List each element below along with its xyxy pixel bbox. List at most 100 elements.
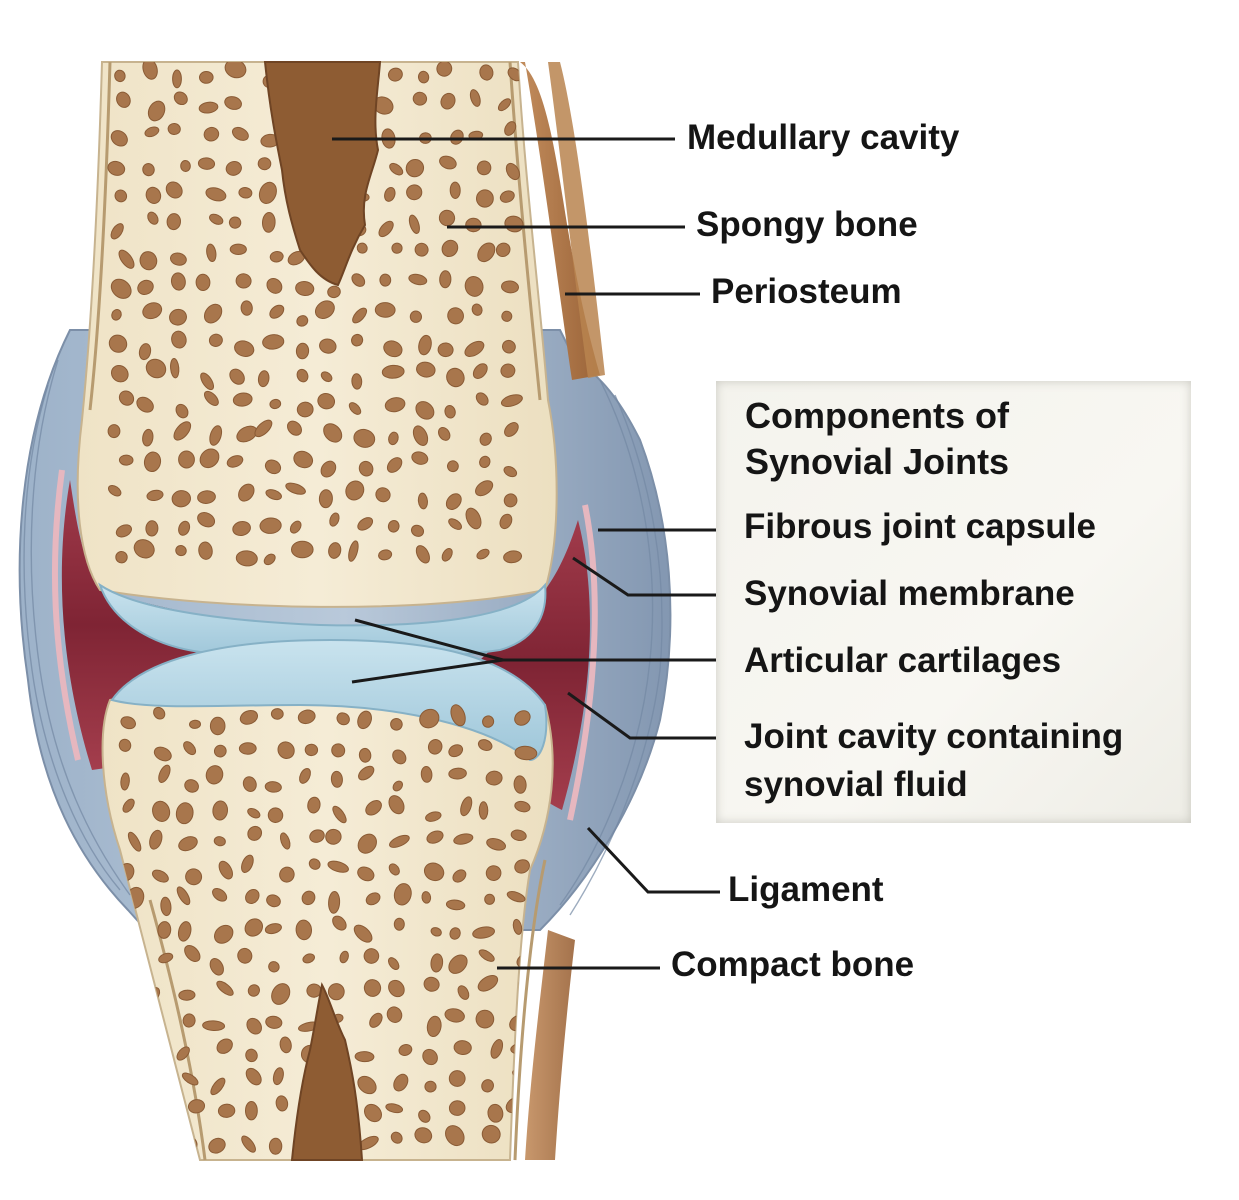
spongy-bone-pore [110,278,132,299]
spongy-bone-pore [504,121,517,136]
spongy-bone-pore [417,70,430,84]
label-synovial-membrane: Synovial membrane [744,574,1075,613]
spongy-bone-pore [197,157,216,170]
spongy-bone-pore [385,1103,404,1114]
spongy-bone-pore [138,343,152,361]
spongy-bone-pore [187,1099,206,1114]
spongy-bone-pore [143,451,162,473]
spongy-bone-pore [176,1046,190,1061]
spongy-bone-pore [503,493,518,508]
spongy-bone-pore [285,482,306,495]
spongy-bone-pore [501,280,519,294]
spongy-bone-pore [472,363,488,379]
spongy-bone-pore [118,454,134,466]
spongy-bone-pore [229,368,245,385]
spongy-bone-pore [116,91,131,108]
spongy-bone-pore [257,157,272,171]
spongy-bone-pore [169,308,187,326]
spongy-bone-pore [445,1125,465,1147]
spongy-bone-pore [144,126,160,138]
spongy-bone-pore [363,948,380,964]
spongy-bone-pore [122,1107,138,1126]
spongy-bone-pore [503,550,523,564]
spongy-bone-pore [149,829,163,850]
spongy-bone-pore [241,1135,256,1153]
spongy-bone-pore [114,69,126,83]
spongy-bone-pore [114,189,128,203]
spongy-bone-pore [325,828,342,845]
spongy-bone-pore [438,209,456,227]
components-title-line2: Synovial Joints [745,441,1010,482]
spongy-bone-pore [365,800,382,816]
spongy-bone-pore [173,91,188,106]
spongy-bone-pore [314,300,335,319]
spongy-bone-pore [257,370,270,388]
spongy-bone-pore [348,402,362,415]
spongy-bone-pore [263,553,276,566]
spongy-bone-pore [423,976,440,992]
spongy-bone-pore [172,69,182,89]
spongy-bone-pore [241,854,254,873]
spongy-bone-pore [120,772,130,791]
spongy-bone-pore [412,91,428,106]
spongy-bone-pore [110,223,124,240]
spongy-bone-pore [415,545,430,564]
spongy-bone-pore [206,243,217,263]
spongy-bone-pore [296,401,314,418]
spongy-bone-pore [448,518,463,530]
spongy-bone-pore [358,460,374,477]
spongy-bone-pore [479,64,494,81]
spongy-bone-pore [478,949,495,962]
spongy-bone-pore [148,1133,166,1148]
spongy-bone-pore [120,716,136,730]
spongy-bone-pore [235,273,252,289]
spongy-bone-pore [259,517,282,534]
spongy-bone-pore [384,186,396,202]
spongy-bone-pore [158,952,174,964]
spongy-bone-pore [136,396,154,413]
components-box [716,381,1191,823]
spongy-bone-pore [369,1012,383,1028]
spongy-bone-pore [453,1040,472,1056]
spongy-bone-pore [417,492,428,510]
spongy-bone-pore [383,340,403,358]
spongy-bone-pore [296,315,309,327]
spongy-bone-pore [266,894,281,908]
spongy-bone-pore [125,1016,144,1034]
spongy-bone-pore [441,548,453,562]
spongy-bone-pore [408,214,420,234]
spongy-bone-pore [378,549,393,561]
spongy-bone-pore [327,860,349,873]
spongy-bone-pore [200,372,215,391]
spongy-bone-pore [264,781,282,793]
spongy-bone-pore [363,979,382,997]
spongy-bone-pore [178,450,195,469]
spongy-bone-pore [328,891,341,914]
spongy-bone-pore [393,883,412,906]
spongy-bone-pore [510,829,527,842]
spongy-bone-pore [477,242,496,263]
spongy-bone-pore [232,520,251,537]
spongy-bone-pore [476,160,492,176]
spongy-bone-pore [307,796,321,814]
spongy-bone-pore [446,367,465,388]
spongy-bone-pore [265,489,282,501]
spongy-bone-pore [184,779,199,793]
spongy-bone-pore [457,985,470,1000]
spongy-bone-pore [301,890,316,906]
spongy-bone-pore [212,887,228,902]
spongy-bone-pore [476,548,490,560]
spongy-bone-pore [295,342,310,360]
spongy-bone-pore [302,953,315,964]
spongy-bone-pore [198,541,213,560]
spongy-bone-pore [247,984,261,997]
spongy-bone-pore [142,163,155,177]
spongy-bone-pore [208,333,223,347]
spongy-bone-pore [197,512,216,528]
spongy-bone-pore [328,542,342,559]
spongy-bone-pore [202,1020,226,1032]
spongy-bone-pore [499,190,515,203]
spongy-bone-pore [353,924,373,943]
spongy-bone-pore [244,918,264,937]
spongy-bone-pore [246,1017,262,1035]
